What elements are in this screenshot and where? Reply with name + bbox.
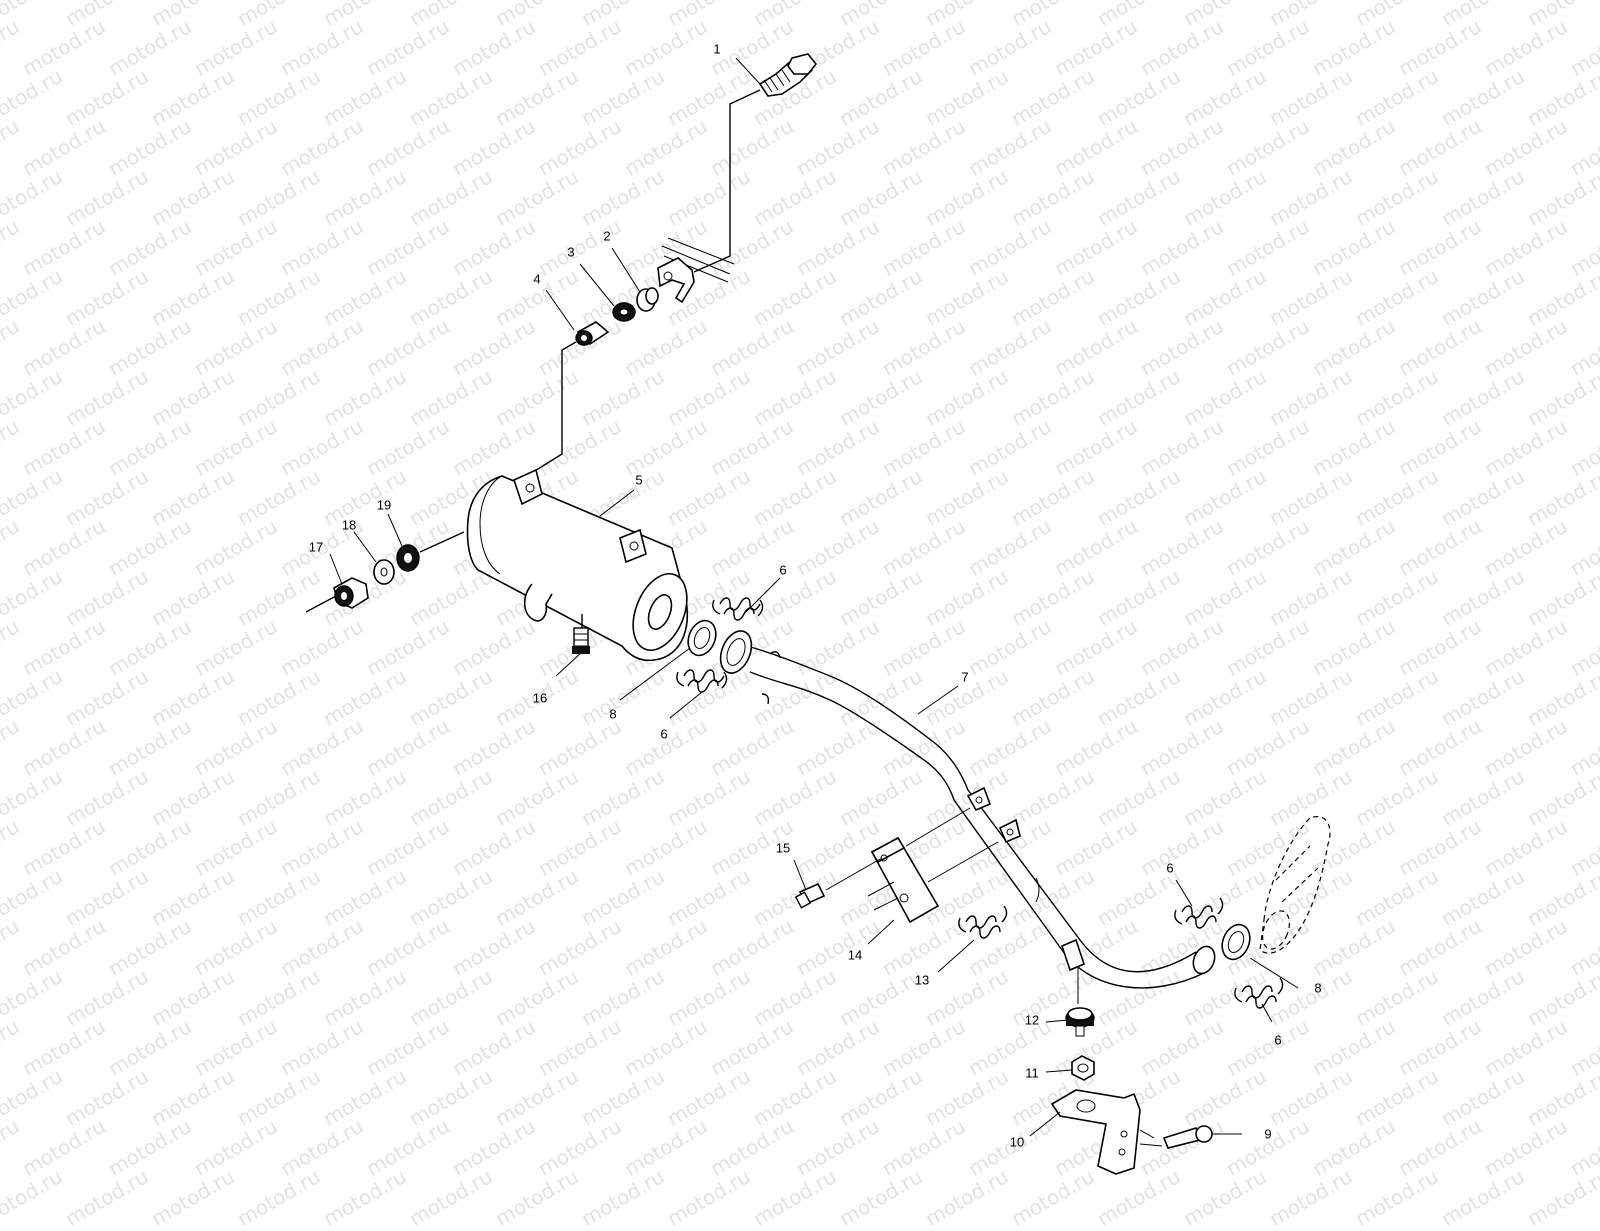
grommet-part xyxy=(1065,1007,1095,1037)
callout-4: 4 xyxy=(533,271,541,287)
heat-shield-part xyxy=(867,807,999,924)
callout-19: 19 xyxy=(376,497,392,513)
callout-5: 5 xyxy=(635,472,643,488)
screw-part xyxy=(572,614,590,654)
callout-17: 17 xyxy=(308,539,324,555)
washer-part xyxy=(373,559,395,585)
screw-part xyxy=(1139,1125,1213,1149)
gasket-part xyxy=(687,619,717,657)
screw-part xyxy=(794,857,883,909)
callout-9: 9 xyxy=(1264,1126,1272,1142)
callout-18: 18 xyxy=(341,517,357,533)
exhaust-pipe-part xyxy=(719,630,1216,989)
callout-1: 1 xyxy=(713,41,721,57)
callout-7: 7 xyxy=(961,669,969,685)
callout-13: 13 xyxy=(914,972,930,988)
callout-6-upper: 6 xyxy=(779,562,787,578)
engine-manifold-outline xyxy=(1259,816,1331,954)
spring-part xyxy=(1174,897,1224,929)
mounting-bracket-part xyxy=(1050,1089,1141,1175)
spring-part xyxy=(958,905,1008,939)
diagram-drawing xyxy=(305,53,1331,1175)
callout-8-right: 8 xyxy=(1314,980,1322,996)
callout-6-right-lower: 6 xyxy=(1274,1032,1282,1048)
callout-12: 12 xyxy=(1024,1012,1040,1028)
spring-part xyxy=(676,669,728,693)
callout-2: 2 xyxy=(603,228,611,244)
spring-part xyxy=(712,597,764,621)
nut-part xyxy=(1071,1055,1095,1081)
nut-part xyxy=(333,577,369,609)
frame-bracket xyxy=(657,257,695,304)
gasket-part xyxy=(1221,923,1251,961)
callout-6-right-upper: 6 xyxy=(1166,860,1174,876)
callout-6-lower: 6 xyxy=(660,726,668,742)
spring-part xyxy=(1234,977,1284,1009)
callout-10: 10 xyxy=(1009,1134,1025,1150)
grommet-part xyxy=(396,544,420,572)
washer-part xyxy=(612,302,636,322)
bolt-part xyxy=(758,53,818,97)
spacer-part xyxy=(575,321,610,346)
callout-8-left: 8 xyxy=(609,706,617,722)
callout-15: 15 xyxy=(775,840,791,856)
callout-14: 14 xyxy=(847,947,863,963)
callout-3: 3 xyxy=(567,244,575,260)
callout-16: 16 xyxy=(532,690,548,706)
grommet-part xyxy=(636,287,659,312)
muffler-part xyxy=(466,468,688,662)
callout-11: 11 xyxy=(1025,1065,1039,1081)
